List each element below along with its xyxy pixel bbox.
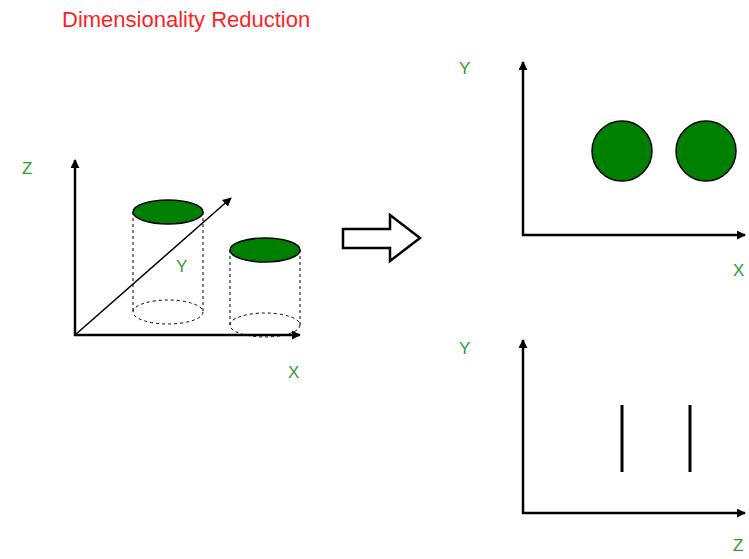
projected-line xyxy=(689,405,692,472)
axis-label: Y xyxy=(459,60,470,79)
axis-label: X xyxy=(733,262,744,281)
axis-label: Z xyxy=(733,537,743,556)
cylinder xyxy=(230,238,300,337)
axis-label: X xyxy=(288,364,299,383)
projected-circle xyxy=(592,121,652,181)
cylinder xyxy=(133,200,203,324)
axes-3d xyxy=(74,160,300,336)
projected-line xyxy=(621,405,624,472)
diagram-title: Dimensionality Reduction xyxy=(62,8,310,32)
axis-label: Z xyxy=(22,160,32,179)
transform-arrow xyxy=(343,215,420,261)
projected-circle xyxy=(676,121,736,181)
axes-zy xyxy=(522,340,745,514)
axes-xy xyxy=(522,62,745,236)
axis-label: Y xyxy=(176,258,187,277)
axis-label: Y xyxy=(459,340,470,359)
